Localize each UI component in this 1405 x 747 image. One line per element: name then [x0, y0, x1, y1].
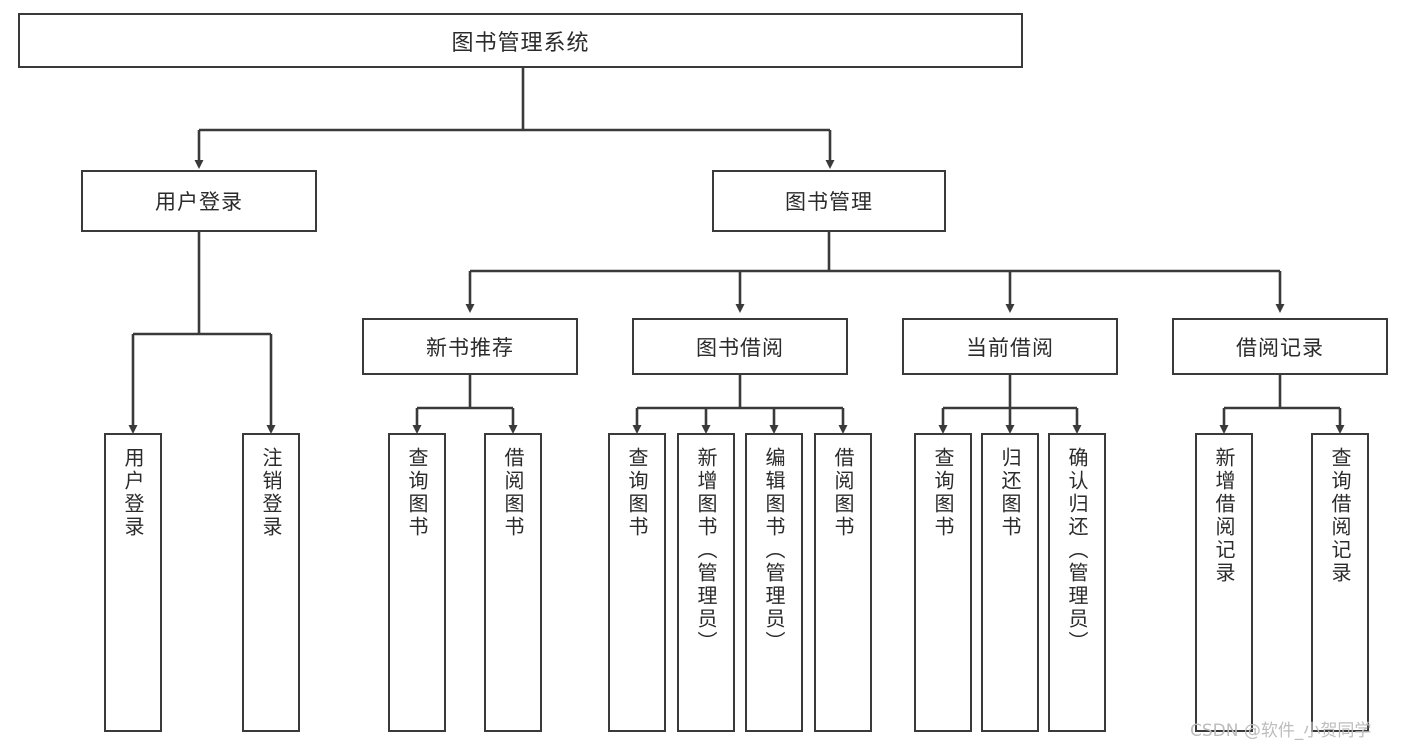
node-user-login[interactable]: 用户登录: [81, 170, 317, 232]
node-borrow-record[interactable]: 借阅记录: [1172, 318, 1388, 375]
leaf-newbook-borrow-book[interactable]: 借阅图书: [484, 433, 542, 732]
leaf-current-query-book[interactable]: 查询图书: [914, 433, 972, 732]
leaf-newbook-query-book[interactable]: 查询图书: [388, 433, 446, 732]
leaf-record-add-record[interactable]: 新增借阅记录: [1195, 433, 1253, 732]
node-book-management[interactable]: 图书管理: [712, 170, 946, 232]
node-book-borrow[interactable]: 图书借阅: [632, 318, 848, 375]
leaf-user-logout[interactable]: 注销登录: [242, 433, 300, 732]
leaf-current-return-book[interactable]: 归还图书: [981, 433, 1039, 732]
leaf-borrow-query-book[interactable]: 查询图书: [608, 433, 666, 732]
leaf-borrow-add-book-admin[interactable]: 新增图书（管理员）: [677, 433, 735, 732]
node-root[interactable]: 图书管理系统: [18, 13, 1023, 68]
leaf-borrow-edit-book-admin[interactable]: 编辑图书（管理员）: [745, 433, 803, 732]
csdn-watermark: CSDN @软件_小贺同学: [1190, 721, 1372, 741]
leaf-user-login[interactable]: 用户登录: [104, 433, 162, 732]
leaf-record-query-record[interactable]: 查询借阅记录: [1311, 433, 1369, 732]
node-current-borrow[interactable]: 当前借阅: [902, 318, 1118, 375]
node-new-book-recommend[interactable]: 新书推荐: [362, 318, 578, 375]
leaf-borrow-borrow-book[interactable]: 借阅图书: [814, 433, 872, 732]
leaf-current-confirm-return-admin[interactable]: 确认归还（管理员）: [1048, 433, 1106, 732]
